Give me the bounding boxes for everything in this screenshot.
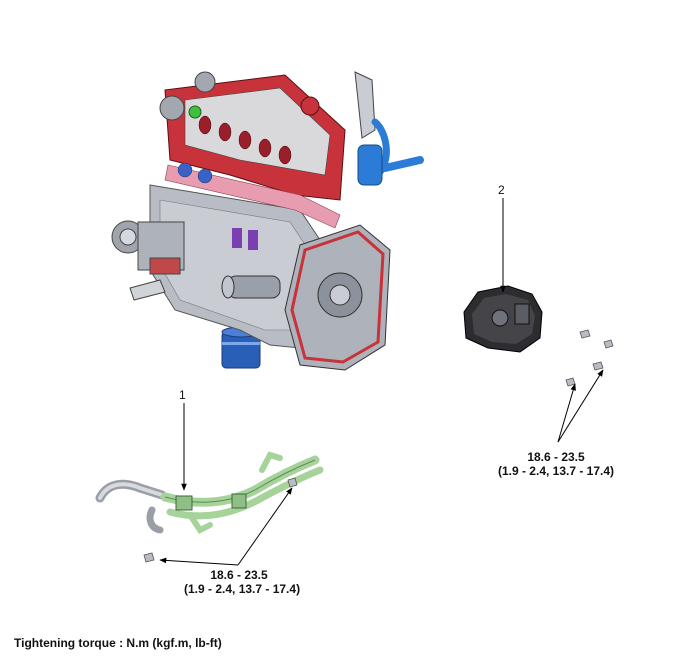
coolant-pipe: [95, 451, 324, 534]
water-outlet-housing: [463, 285, 543, 353]
torque-spec-pipe: 18.6 - 23.5 (1.9 - 2.4, 13.7 - 17.4): [184, 568, 301, 596]
torque-spec-housing: 18.6 - 23.5 (1.9 - 2.4, 13.7 - 17.4): [486, 450, 626, 478]
engine-assembly: [111, 71, 424, 371]
starter-motor: [221, 275, 281, 299]
leader-lines: [159, 198, 604, 566]
callout-part-1: 1: [179, 388, 186, 402]
housing-bolts: [565, 329, 614, 387]
torque-housing-nm: 18.6 - 23.5: [527, 450, 585, 464]
torque-pipe-alt: (1.9 - 2.4, 13.7 - 17.4): [184, 582, 301, 596]
torque-pipe-nm: 18.6 - 23.5: [210, 568, 268, 582]
flywheel-housing: [284, 224, 391, 371]
torque-housing-alt: (1.9 - 2.4, 13.7 - 17.4): [497, 464, 615, 478]
coolant-hose-blue: [357, 118, 424, 186]
callout-part-2: 2: [498, 183, 505, 197]
tightening-torque-note: Tightening torque : N.m (kgf.m, lb-ft): [14, 636, 222, 650]
pipe-bolts: [143, 477, 298, 563]
